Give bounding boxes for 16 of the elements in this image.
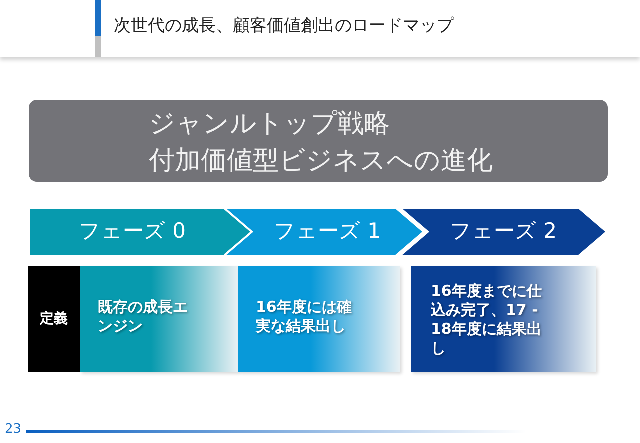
- banner-text: ジャンルトップ戦略: [149, 108, 390, 141]
- phase-description-box: [80, 266, 238, 372]
- definition-label: 定義: [40, 310, 68, 328]
- phase-description-box: [411, 266, 596, 372]
- page-number: 23: [5, 422, 22, 437]
- phase-label: フェーズ 2: [450, 218, 558, 245]
- definition-cell: [28, 266, 80, 372]
- description-text: 16年度には確実な結果出し: [256, 298, 353, 336]
- description-text: 16年度までに仕込み完了、17 - 18年度に結果出し: [431, 282, 543, 358]
- description-text: 既存の成長エンジン: [98, 298, 189, 336]
- phase-label: フェーズ 0: [79, 218, 186, 245]
- banner-text: 付加価値型ビジネスへの進化: [149, 145, 493, 178]
- banner-box: [29, 100, 608, 182]
- slide-title: 次世代の成長、顧客価値創出のロードマップ: [114, 15, 454, 37]
- phase-label: フェーズ 1: [274, 218, 382, 245]
- phase-description-box: [238, 266, 400, 372]
